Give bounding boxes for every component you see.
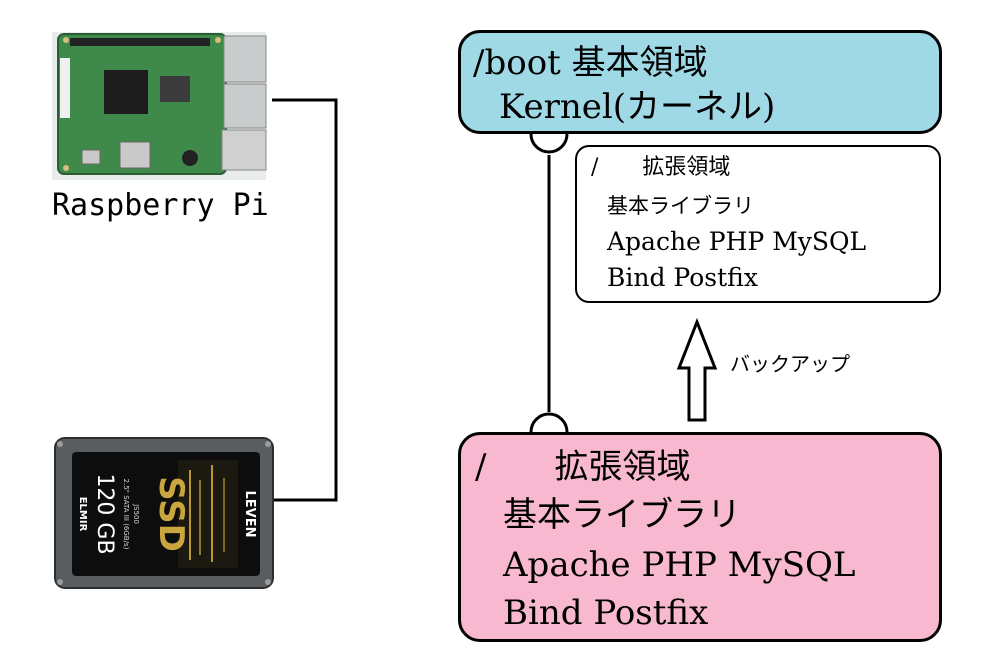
boot-partition-box: /boot 基本領域 Kernel(カーネル) <box>458 30 942 134</box>
boot-partition-kernel: Kernel(カーネル) <box>499 87 776 127</box>
backup-arrow-label: バックアップ <box>730 352 850 376</box>
ssd-spec: 2.5" SATA III (6GB/s) <box>122 479 130 550</box>
ssd-capacity: 120 GB <box>92 473 117 554</box>
backup-partition-line: Apache PHP MySQL <box>607 227 867 256</box>
ssd-drive-icon <box>54 437 274 589</box>
raspberry-pi-board-icon <box>52 32 267 180</box>
ssd-side-brand: ELMIR <box>77 497 88 532</box>
ssd-model-mark: SSD <box>151 476 191 552</box>
backup-partition-box: / 拡張領域 基本ライブラリ Apache PHP MySQL Bind Pos… <box>575 145 941 303</box>
root-partition-title: / 拡張領域 <box>475 447 691 487</box>
root-partition-line: Apache PHP MySQL <box>503 545 856 585</box>
root-partition-box: / 拡張領域 基本ライブラリ Apache PHP MySQL Bind Pos… <box>458 432 942 642</box>
backup-partition-title: / 拡張領域 <box>591 155 731 180</box>
ssd-series: JS500 <box>132 503 140 524</box>
backup-arrow-icon <box>676 317 718 422</box>
socket-bottom <box>529 412 569 433</box>
backup-partition-line: Bind Postfix <box>607 263 758 292</box>
ssd-brand: LEVEN <box>242 491 257 538</box>
boot-partition-title: /boot 基本領域 <box>473 43 708 83</box>
raspberry-pi-caption: Raspberry Pi <box>52 188 269 223</box>
socket-top <box>529 133 569 154</box>
root-partition-line: 基本ライブラリ <box>503 495 741 535</box>
backup-partition-line: 基本ライブラリ <box>607 194 754 218</box>
pi-ssd-connector <box>272 98 338 502</box>
root-partition-line: Bind Postfix <box>503 593 709 633</box>
